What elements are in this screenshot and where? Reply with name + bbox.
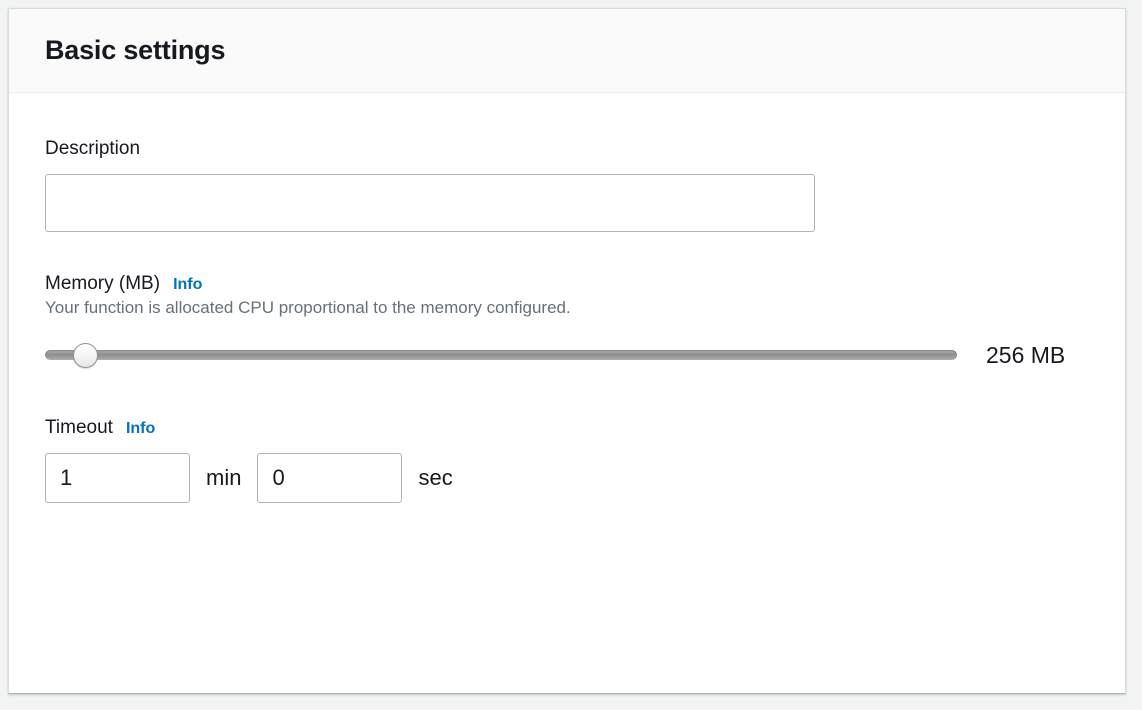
basic-settings-panel: Basic settings Description Memory (MB) I… [8,8,1126,694]
timeout-label: Timeout [45,417,113,439]
page-title: Basic settings [45,35,226,65]
memory-slider-row: 256 MB [45,340,1089,370]
panel-header: Basic settings [9,9,1125,93]
timeout-inputs-row: min sec [45,453,1089,504]
memory-slider[interactable] [45,340,957,370]
memory-label: Memory (MB) [45,273,161,294]
description-input[interactable] [45,174,815,232]
timeout-section: Timeout Info min sec [45,418,1089,504]
timeout-info-link[interactable]: Info [125,420,156,438]
memory-label-row: Memory (MB) Info [45,274,1089,294]
panel-body: Description Memory (MB) Info Your functi… [9,93,1125,504]
timeout-label-row: Timeout Info [45,418,1089,438]
slider-track [45,350,957,361]
memory-value-display: 256 MB [986,341,1066,368]
description-section: Description [45,139,1089,232]
slider-thumb[interactable] [72,342,98,368]
memory-info-link[interactable]: Info [173,276,203,293]
memory-section: Memory (MB) Info Your function is alloca… [45,274,1089,370]
timeout-seconds-unit: sec [418,465,453,491]
memory-hint: Your function is allocated CPU proportio… [45,298,571,317]
timeout-minutes-unit: min [206,465,242,491]
timeout-minutes-input[interactable] [45,453,190,504]
description-label: Description [45,138,141,159]
timeout-seconds-input[interactable] [257,453,403,504]
